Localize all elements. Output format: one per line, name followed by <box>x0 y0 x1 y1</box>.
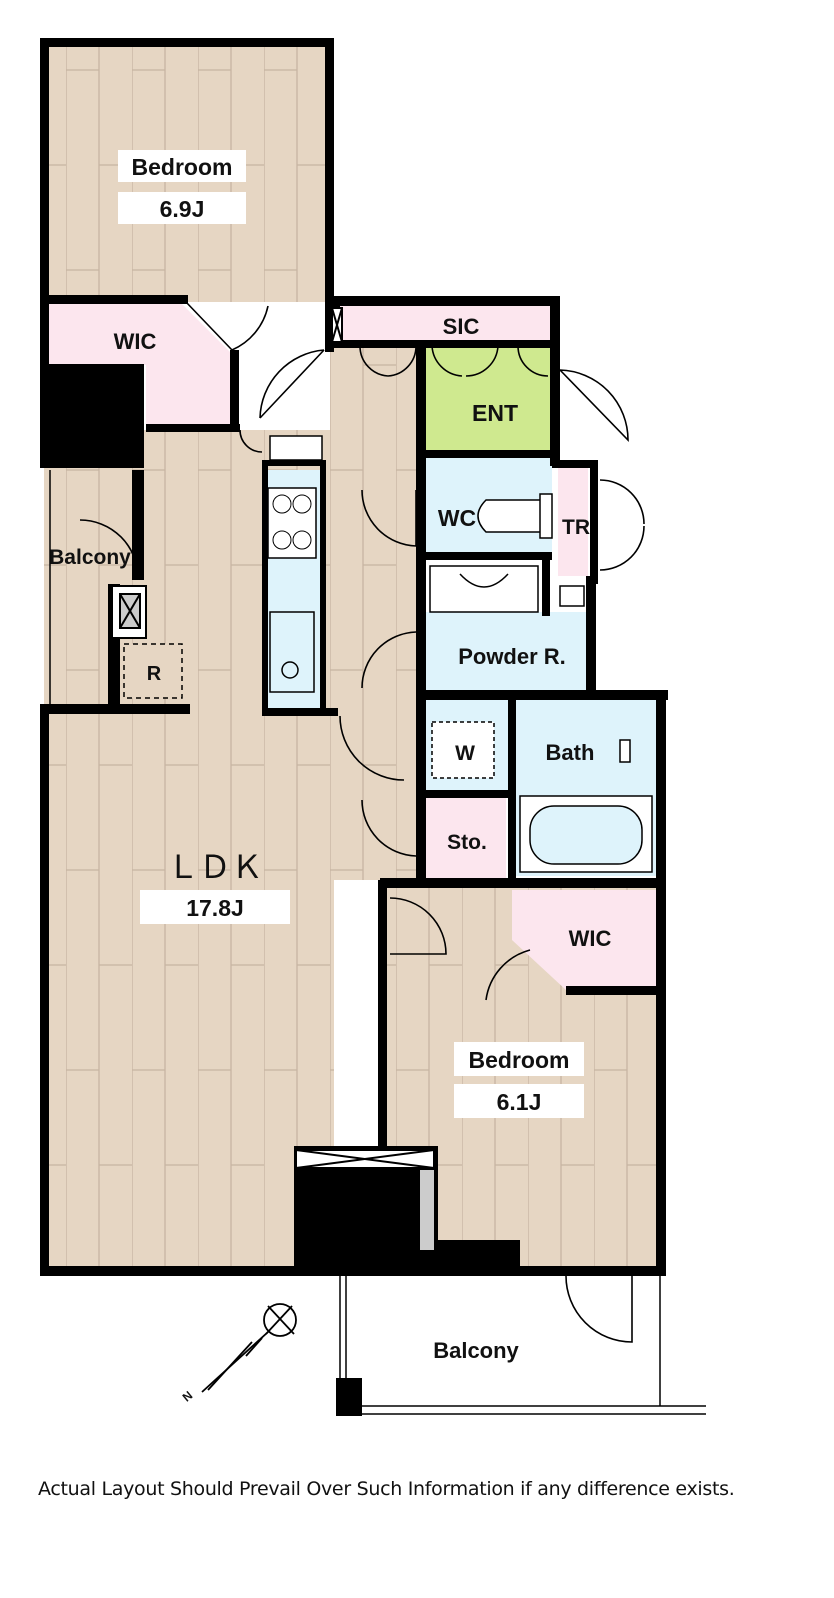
wall-sic-top <box>330 296 560 306</box>
room-labels: Bedroom 6.9J WIC SIC ENT WC TR Balcony R… <box>49 150 611 1363</box>
bedroom-north-size-bg <box>118 192 246 224</box>
compass <box>201 1303 297 1393</box>
entrance-floor <box>426 348 552 450</box>
wall-black-block <box>40 364 144 468</box>
kitchen-east <box>320 462 326 716</box>
wall-ldk-north <box>146 424 240 432</box>
ldk-size: 17.8J <box>186 895 244 921</box>
hallway-floor <box>330 340 420 880</box>
wall-bedroom-south-west <box>378 880 387 1150</box>
wall-core-west <box>416 340 426 880</box>
wall-west-lower <box>40 704 49 1276</box>
sink <box>269 611 315 693</box>
wall-sic-bottom <box>330 340 560 348</box>
powder-room-label: Powder R. <box>458 644 566 669</box>
bath-fixture <box>619 739 631 763</box>
ldk-size-bg <box>140 890 290 924</box>
storage-label: Sto. <box>447 831 487 854</box>
wall-east-bedroom <box>325 38 334 352</box>
wall-north-bedroom-top <box>40 38 334 47</box>
wall-west-upper <box>40 38 49 468</box>
windows <box>49 470 706 1416</box>
balcony-south-label: Balcony <box>433 1338 519 1363</box>
wall-wic-south-bottom <box>566 986 666 995</box>
wic-south-label: WIC <box>569 926 612 951</box>
storage-floor <box>426 798 506 878</box>
wall-sic-east <box>550 296 560 466</box>
fridge-space <box>123 643 183 699</box>
wall-powder-east <box>586 576 596 700</box>
column-south-step <box>430 1240 520 1274</box>
duct-shafts <box>111 307 435 1250</box>
wic-north-label: WIC <box>114 329 157 354</box>
wall-tr-east <box>590 460 598 584</box>
wall-wc-bottom <box>420 552 552 560</box>
bedroom-south-size-bg <box>454 1084 584 1118</box>
tr-label: TR <box>562 516 590 539</box>
bedroom-north-label-bg <box>118 150 246 182</box>
floor-plan: N Bedroom 6.9J WIC SIC ENT WC TR Balcony… <box>40 38 706 1416</box>
wall-bath-bottom <box>380 878 666 888</box>
wic-south-floor <box>512 890 660 990</box>
entrance-label: ENT <box>472 400 518 426</box>
kitchen-bottom <box>262 708 338 716</box>
bedroom-north-label: Bedroom <box>132 154 233 180</box>
toilet <box>477 499 543 533</box>
sic-floor <box>340 306 554 342</box>
balcony-west-label: Balcony <box>49 546 131 569</box>
powder-floor <box>426 612 588 690</box>
washer-space <box>431 721 495 779</box>
wall-bath-east <box>656 690 666 1274</box>
wall-wic-east <box>230 350 239 432</box>
bath-label: Bath <box>546 740 595 765</box>
kitchen-top <box>262 460 326 466</box>
door-swings <box>79 301 645 1343</box>
wall-powder-bottom <box>420 690 668 700</box>
walls <box>40 38 668 1416</box>
wall-balcony-east <box>132 470 144 580</box>
wall-bedroom-wic-sep <box>40 295 188 304</box>
wall-vanity-east <box>542 552 550 616</box>
tr-floor <box>558 466 588 576</box>
wall-washer-bottom <box>420 790 510 798</box>
wall-washer-east <box>508 690 516 880</box>
bedroom-south-label: Bedroom <box>469 1047 570 1073</box>
vanity-basin <box>429 565 539 613</box>
wall-ent-bottom <box>420 450 560 458</box>
ldk-floor-west <box>44 708 134 1272</box>
wall-tr-box <box>552 460 598 468</box>
bedroom-south-label-bg <box>454 1042 584 1076</box>
disclaimer-text: Actual Layout Should Prevail Over Such I… <box>38 1478 735 1500</box>
compass-north-label: N <box>180 1388 196 1404</box>
bedroom-south-size: 6.1J <box>497 1089 542 1115</box>
fixtures <box>123 435 653 873</box>
refrigerator-label: R <box>147 663 162 685</box>
bedroom-north-size: 6.9J <box>160 196 205 222</box>
washer-label: W <box>455 742 475 765</box>
kitchen-west <box>262 462 268 716</box>
sic-label: SIC <box>443 314 480 339</box>
ldk-label: ＬＤＫ <box>167 849 263 885</box>
wc-label: WC <box>438 505 476 531</box>
